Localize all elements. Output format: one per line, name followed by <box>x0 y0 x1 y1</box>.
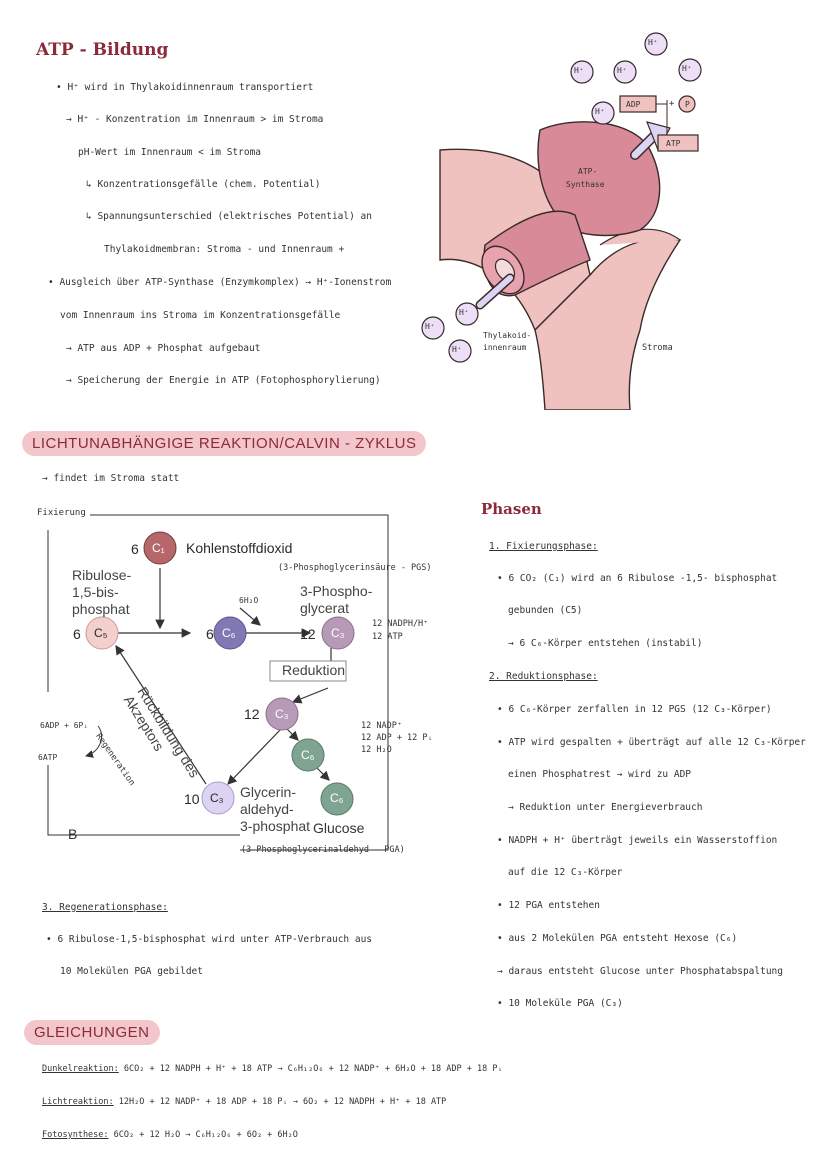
phase2-line-6: auf die 12 C₃-Körper <box>508 867 623 878</box>
phase3-line-2: 10 Molekülen PGA gebildet <box>60 966 203 977</box>
c3b-text: C₃ <box>275 707 289 721</box>
c1-text: C₁ <box>152 541 165 555</box>
plus-label: + <box>669 99 675 109</box>
reduktion-label: Reduktion <box>282 662 346 678</box>
c6g-text: C₆ <box>301 748 315 762</box>
hplus-4: H⁺ <box>682 64 692 73</box>
hplus-8: H⁺ <box>452 345 462 354</box>
c3b-circle <box>265 697 299 731</box>
gleichungen-banner: GLEICHUNGEN <box>24 1020 160 1045</box>
pga-note: (3-Phosphoglycerinaldehyd - PGA) <box>241 845 405 855</box>
atp-synthase-body <box>537 121 661 237</box>
pgs-note: (3-Phosphoglycerinsäure - PGS) <box>278 563 432 573</box>
c3c-text: C₃ <box>210 791 224 805</box>
hplus-7: H⁺ <box>425 322 435 331</box>
atp-line-8: vom Innenraum ins Stroma im Konzentratio… <box>60 310 341 321</box>
h2o-label: 6H₂O <box>239 596 259 605</box>
synthase-label-2: Synthase <box>566 180 605 189</box>
glycerinaldehyd-label: Glycerin- aldehyd- 3-phosphat <box>240 784 311 834</box>
calvin-banner: LICHTUNABHÄNGIGE REAKTION/CALVIN - ZYKLU… <box>22 431 427 456</box>
thylakoid-label-1: Thylakoid- <box>483 331 532 340</box>
atp-synthase-figure <box>421 32 702 410</box>
p-label: P <box>685 100 690 109</box>
c1-circle <box>143 531 177 565</box>
synthase-label-1: ATP- <box>578 167 598 176</box>
equation-row-dunkel: Dunkelreaktion: 6CO₂ + 12 NADPH + H⁺ + 1… <box>42 1064 503 1074</box>
c3a-count: 12 <box>300 626 316 642</box>
phosphoglycerat-label: 3-Phospho- glycerat <box>300 583 373 616</box>
hplus-5: H⁺ <box>595 107 605 116</box>
ribulose-label: Ribulose- 1,5-bis- phosphat <box>72 567 132 617</box>
phase2-line-2: • ATP wird gespalten + überträgt auf all… <box>497 737 806 748</box>
atp-line-5: ↳ Spannungsunterschied (elektrisches Pot… <box>86 211 372 222</box>
c6-circle <box>213 616 247 650</box>
atp-line-9: → ATP aus ADP + Phosphat aufgebaut <box>66 343 261 354</box>
phase2-line-10: • 10 Moleküle PGA (C₃) <box>497 998 623 1009</box>
fixierung-label: Fixierung <box>37 508 86 518</box>
c5-count: 6 <box>73 626 81 642</box>
phase2-line-5: • NADPH + H⁺ überträgt jeweils ein Wasse… <box>497 835 778 846</box>
c6-glucose-circle <box>320 782 354 816</box>
c3c-count: 10 <box>184 791 200 807</box>
thylakoid-label-2: innenraum <box>483 343 527 352</box>
c3c-circle <box>201 781 235 815</box>
phase1-line-3: → 6 C₆-Körper entstehen (instabil) <box>508 638 703 649</box>
phase3-title: 3. Regenerationsphase: <box>42 902 168 913</box>
atp-line-10: → Speicherung der Energie in ATP (Fotoph… <box>66 375 381 386</box>
phase1-title: 1. Fixierungsphase: <box>489 541 598 552</box>
phase1-line-1: • 6 CO₂ (C₁) wird an 6 Ribulose -1,5- bi… <box>497 573 778 584</box>
c6-glucose-text: C₆ <box>330 791 344 805</box>
atp-line-4: ↳ Konzentrationsgefälle (chem. Potential… <box>86 179 321 190</box>
hplus-6: H⁺ <box>459 308 469 317</box>
nadp-note: 12 NADP⁺ 12 ADP + 12 Pᵢ 12 H₂O <box>361 721 433 755</box>
phase2-line-4: → Reduktion unter Energieverbrauch <box>508 802 703 813</box>
atp-box <box>657 134 699 152</box>
atp-line-6: Thylakoidmembran: Stroma - und Innenraum… <box>104 244 345 255</box>
hplus-1: H⁺ <box>574 66 584 75</box>
equation-row-foto: Fotosynthese: 6CO₂ + 12 H₂O → C₆H₁₂O₆ + … <box>42 1130 298 1140</box>
c6-text: C₆ <box>222 626 236 640</box>
reduktion-box <box>269 660 347 682</box>
c3a-text: C₃ <box>331 626 345 640</box>
atp-left-note: 6ATP <box>38 753 58 762</box>
phase2-line-7: • 12 PGA entstehen <box>497 900 600 911</box>
stroma-label: Stroma <box>642 343 673 353</box>
phasen-title: Phasen <box>481 500 542 518</box>
phosphate-circle <box>678 95 696 113</box>
calvin-diagram <box>47 514 389 851</box>
atp-line-7: • Ausgleich über ATP-Synthase (Enzymkomp… <box>48 277 392 288</box>
atp-line-3: pH-Wert im Innenraum < im Stroma <box>78 147 262 158</box>
c1-label: Kohlenstoffdioxid <box>186 540 293 556</box>
nadph-note: 12 NADPH/H⁺ 12 ATP <box>372 619 429 642</box>
adp-left-note: 6ADP + 6Pᵢ <box>40 721 89 730</box>
c1-count: 6 <box>131 541 139 557</box>
phase2-line-8: • aus 2 Molekülen PGA entsteht Hexose (C… <box>497 933 738 944</box>
diagram-b-label: B <box>68 826 78 842</box>
c3b-count: 12 <box>244 706 260 722</box>
atp-line-2: → H⁺ - Konzentration im Innenraum > im S… <box>66 114 324 125</box>
phase2-line-9: → daraus entsteht Glucose unter Phosphat… <box>497 966 783 977</box>
phase3-line-1: • 6 Ribulose-1,5-bisphosphat wird unter … <box>46 934 373 945</box>
phase2-title: 2. Reduktionsphase: <box>489 671 598 682</box>
atp-label: ATP <box>666 139 681 148</box>
glucose-label: Glucose <box>313 820 365 836</box>
calvin-intro: → findet im Stroma statt <box>42 473 180 484</box>
hplus-2: H⁺ <box>617 66 627 75</box>
c5-text: C₅ <box>94 626 108 640</box>
atp-title: ATP - Bildung <box>36 40 169 60</box>
c5-circle <box>85 616 119 650</box>
c3a-circle <box>321 616 355 650</box>
phase2-line-1: • 6 C₆-Körper zerfallen in 12 PGS (12 C₃… <box>497 704 772 715</box>
equation-row-licht: Lichtreaktion: 12H₂O + 12 NADP⁺ + 18 ADP… <box>42 1097 447 1107</box>
c6-count: 6 <box>206 626 214 642</box>
c6g-circle <box>291 738 325 772</box>
phase2-line-3: einen Phosphatrest → wird zu ADP <box>508 769 692 780</box>
hplus-3: H⁺ <box>648 38 658 47</box>
atp-line-1: • H⁺ wird in Thylakoidinnenraum transpor… <box>56 82 314 93</box>
adp-label: ADP <box>626 100 641 109</box>
phase1-line-2: gebunden (C5) <box>508 605 583 616</box>
